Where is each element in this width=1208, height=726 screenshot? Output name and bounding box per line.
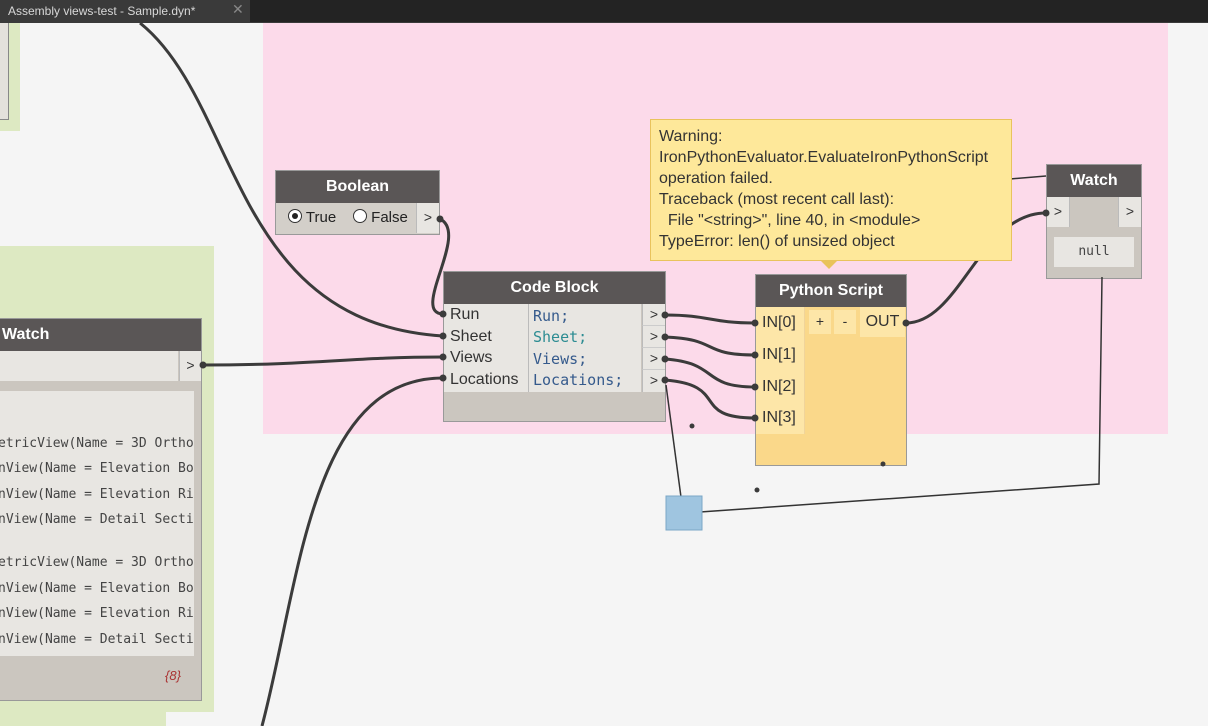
list-item: etricView(Name = 3D Ortho — [0, 555, 194, 570]
input-ports: IN[0] IN[1] IN[2] IN[3] — [756, 307, 805, 434]
code-line-4: Locations; — [533, 371, 624, 389]
watch-node-left[interactable]: Watch > etricView(Name = 3D Ortho nView(… — [0, 318, 202, 701]
wires-layer — [139, 23, 1103, 726]
remove-input-button[interactable]: - — [834, 310, 856, 334]
radio-true-label: True — [305, 209, 337, 226]
wire-top-curve — [139, 23, 444, 338]
input-port-1[interactable]: IN[1] — [762, 346, 796, 363]
warning-line: File "<string>", line 40, in <module> — [659, 212, 921, 229]
list-item: etricView(Name = 3D Ortho — [0, 436, 194, 451]
wire-bottom-locations — [260, 376, 444, 726]
tooltip-pointer — [821, 261, 837, 269]
node-input-area — [0, 351, 178, 381]
output-port-4[interactable]: > — [642, 370, 665, 392]
list-item: nView(Name = Elevation Ri — [0, 606, 194, 621]
output-port-2[interactable]: > — [642, 326, 665, 348]
code-block-node[interactable]: Code Block Run Sheet Views Locations Run… — [443, 271, 666, 422]
output-port[interactable]: > — [179, 351, 201, 381]
list-count-badge: {8} — [165, 668, 181, 683]
output-port[interactable]: > — [1118, 197, 1141, 227]
code-editor[interactable]: Run; Sheet; Views; Locations; — [529, 304, 641, 392]
input-list: Run Sheet Views Locations — [444, 304, 529, 392]
wire-loop-right — [699, 276, 1103, 513]
boolean-node[interactable]: Boolean True False > — [275, 170, 440, 235]
output-port-1[interactable]: > — [642, 304, 665, 326]
list-item: nView(Name = Detail Secti — [0, 512, 194, 527]
list-item: nView(Name = Elevation Bo — [0, 461, 194, 476]
warning-line: Warning: — [659, 128, 723, 145]
input-port-2[interactable]: IN[2] — [762, 378, 796, 395]
tab-assembly-views[interactable]: Assembly views-test - Sample.dyn* ✕ — [0, 0, 250, 22]
wire-py-watch — [905, 211, 1047, 325]
input-port[interactable]: > — [1047, 197, 1070, 227]
input-port-sheet[interactable]: Sheet — [450, 328, 492, 345]
output-port[interactable]: > — [416, 203, 439, 233]
warning-tooltip: Warning: IronPythonEvaluator.EvaluateIro… — [650, 119, 1012, 261]
group-green-bottom — [0, 712, 166, 726]
add-input-button[interactable]: + — [809, 310, 831, 334]
radio-true-circle[interactable] — [288, 209, 302, 223]
list-item: nView(Name = Detail Secti — [0, 632, 194, 647]
node-header: Boolean — [276, 171, 439, 203]
wire-cb-py1 — [664, 335, 756, 357]
watch-node-right[interactable]: Watch > > null — [1046, 164, 1142, 279]
list-item: nView(Name = Elevation Bo — [0, 581, 194, 596]
code-line-2: Sheet; — [533, 328, 588, 346]
input-port-3[interactable]: IN[3] — [762, 409, 796, 426]
list-item: nView(Name = Elevation Ri — [0, 487, 194, 502]
radio-false-label: False — [371, 209, 408, 226]
node-header: Code Block — [444, 272, 665, 304]
wire-watch-views — [202, 355, 444, 367]
input-port-locations[interactable]: Locations — [450, 371, 519, 388]
wire-cb-py3 — [664, 378, 756, 420]
graph-canvas[interactable]: Boolean True False > Code Block Run Shee… — [0, 23, 1208, 726]
python-script-node[interactable]: Python Script IN[0] IN[1] IN[2] IN[3] + … — [755, 274, 907, 466]
watch-list[interactable]: etricView(Name = 3D Ortho nView(Name = E… — [0, 391, 194, 656]
wire-cb-py2 — [664, 357, 756, 389]
radio-false-circle[interactable] — [353, 209, 367, 223]
output-port-3[interactable]: > — [642, 348, 665, 370]
code-line-1: Run; — [533, 307, 570, 325]
warning-line: IronPythonEvaluator.EvaluateIronPythonSc… — [659, 149, 989, 166]
node-header: Python Script — [756, 275, 906, 307]
wire-watch-tooltip — [1009, 175, 1047, 180]
radio-false[interactable]: False — [353, 209, 408, 226]
warning-line: Traceback (most recent call last): — [659, 191, 895, 208]
warning-line: operation failed. — [659, 170, 773, 187]
wire-boolean-run — [431, 217, 451, 316]
code-line-3: Views; — [533, 350, 588, 368]
radio-true[interactable]: True — [288, 209, 336, 226]
input-port-run[interactable]: Run — [450, 306, 480, 323]
tab-bar: Assembly views-test - Sample.dyn* ✕ — [0, 0, 1208, 23]
wire-cb-py0 — [664, 313, 756, 325]
input-port-views[interactable]: Views — [450, 349, 493, 366]
node-header: Watch — [1047, 165, 1141, 197]
watch-value: null — [1054, 237, 1134, 267]
node-header: Watch — [0, 319, 201, 351]
tab-title: Assembly views-test - Sample.dyn* — [8, 4, 196, 18]
watch-pin — [665, 495, 703, 531]
warning-line: TypeError: len() of unsized object — [659, 233, 895, 250]
input-port-0[interactable]: IN[0] — [762, 314, 796, 331]
close-icon[interactable]: ✕ — [232, 2, 244, 18]
wire-loop-left — [665, 384, 684, 513]
output-port-out[interactable]: OUT — [860, 307, 905, 337]
node-top-left-edge — [0, 23, 9, 120]
